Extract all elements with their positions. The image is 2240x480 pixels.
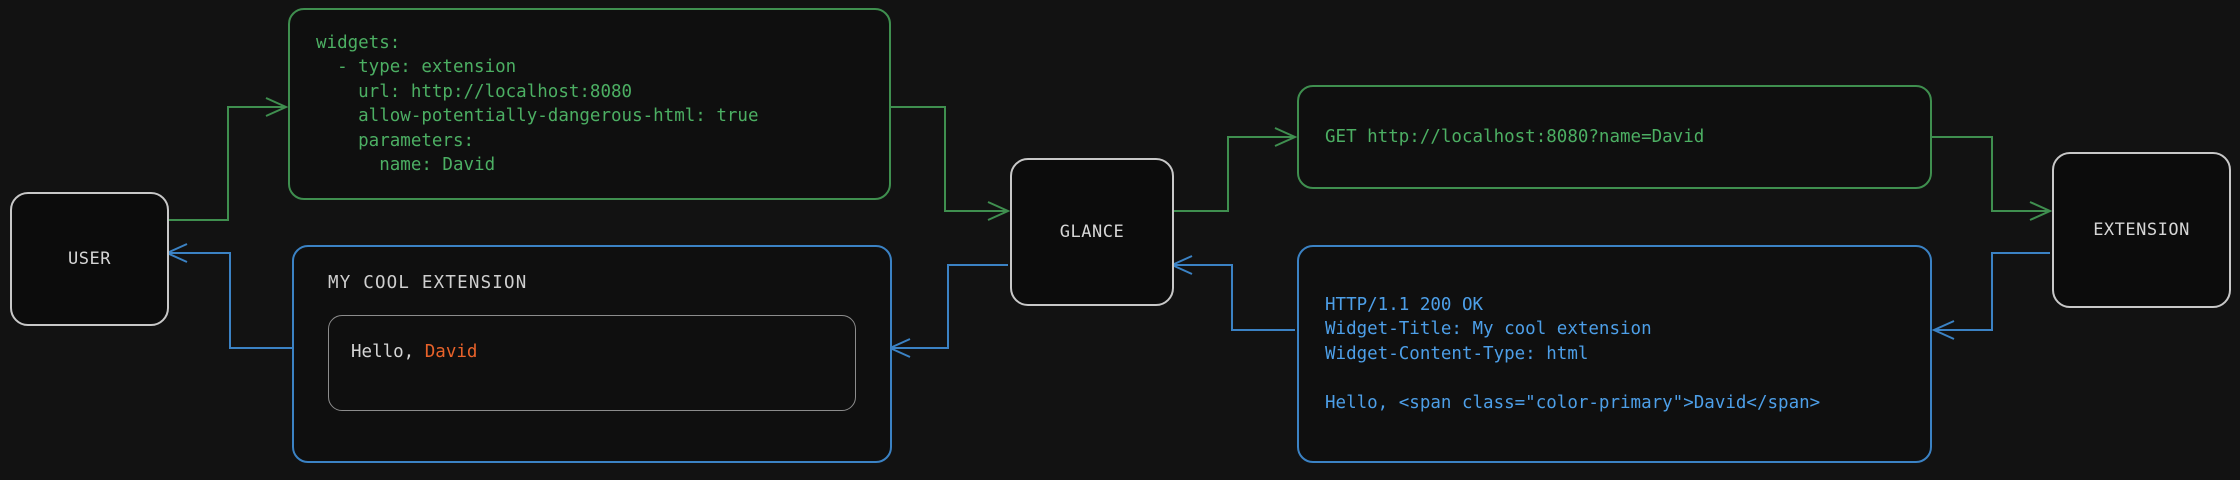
wire-get-to-extension [1932,136,2050,212]
arrowhead-response-in [1931,320,1955,340]
node-extension-label: EXTENSION [2093,220,2190,240]
arrowhead-glance-in [987,201,1011,221]
yaml-config-box: widgets: - type: extension url: http://l… [288,8,891,200]
wire-glance-to-get [1170,136,1295,212]
node-user[interactable]: USER [10,192,169,326]
node-glance-label: GLANCE [1059,222,1125,242]
widget-title: MY COOL EXTENSION [328,273,528,293]
yaml-config-code: widgets: - type: extension url: http://l… [316,32,759,176]
node-extension[interactable]: EXTENSION [2052,152,2231,308]
wire-glance-to-widget [890,264,1008,349]
http-response-box: HTTP/1.1 200 OK Widget-Title: My cool ex… [1297,245,1932,463]
node-user-label: USER [68,249,111,269]
wire-user-to-yaml [165,106,286,221]
wire-extension-to-response [1934,252,2050,331]
widget-greeting-prefix: Hello, [351,342,425,362]
arrowhead-extension-in [2029,201,2053,221]
node-glance[interactable]: GLANCE [1010,158,1174,306]
wire-response-to-glance [1172,264,1295,331]
arrowhead-glance-response [1169,255,1193,275]
get-request-code: GET http://localhost:8080?name=David [1325,126,1705,147]
arrowhead-get [1274,127,1298,147]
arrowhead-yaml [265,97,289,117]
arrowhead-widget-in [887,338,911,358]
widget-body: Hello, David [328,315,856,411]
http-response-code: HTTP/1.1 200 OK Widget-Title: My cool ex… [1325,294,1821,413]
arrowhead-user-in [164,243,188,263]
widget-greeting-name: David [424,342,478,362]
wire-yaml-to-glance [891,106,1008,212]
rendered-widget-box: MY COOL EXTENSION Hello, David [292,245,892,463]
wire-widget-to-user [167,252,292,349]
get-request-box: GET http://localhost:8080?name=David [1297,85,1932,189]
